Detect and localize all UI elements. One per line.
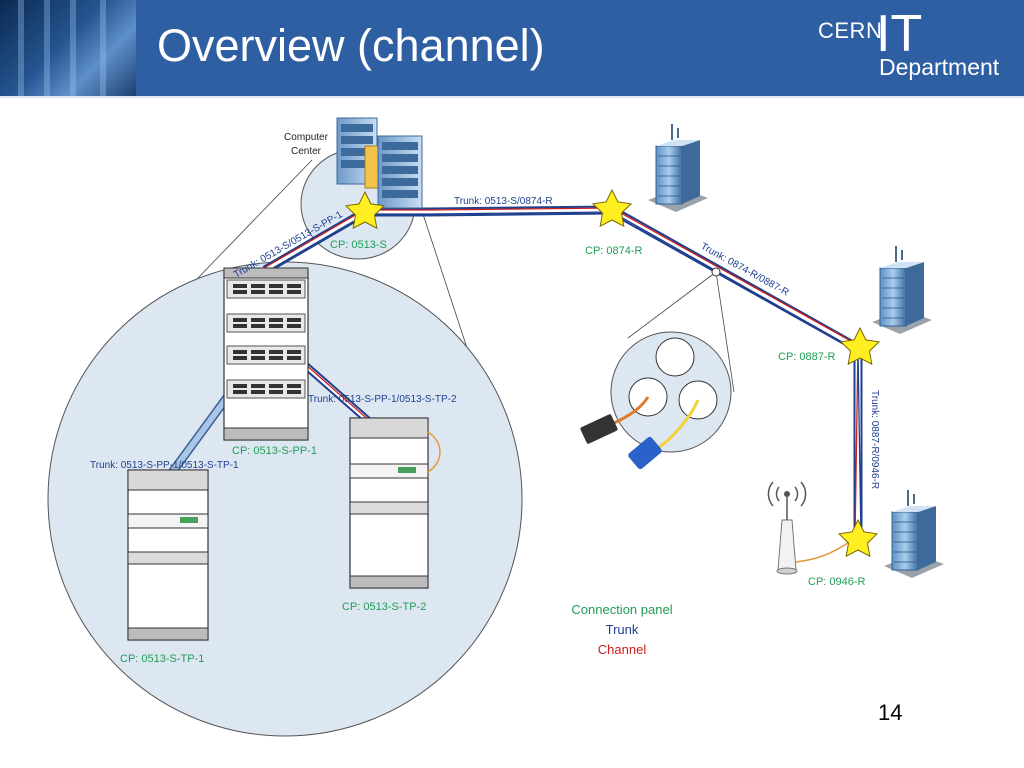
cable-zoom-point (711, 267, 721, 277)
zoom-line-cable-left (627, 271, 717, 339)
cern-it-logo: CERN IT Department (818, 5, 1018, 88)
page-number: 14 (878, 700, 903, 725)
rack-tp-2 (349, 417, 441, 589)
cp-label-0513-s-tp-2: CP: 0513-S-TP-2 (342, 601, 426, 613)
trunk-cable-cc-to-pp1 (262, 208, 368, 274)
slide-title: Overview (channel) (157, 20, 545, 71)
cp-label-0513-s: CP: 0513-S (330, 239, 387, 251)
legend-connection-panel: Connection panel (571, 602, 672, 617)
building-0887-r-icon (871, 245, 933, 335)
star-icon (838, 519, 878, 557)
wireless-antenna-icon (767, 481, 853, 575)
cp-label-0887-r: CP: 0887-R (778, 351, 836, 363)
legend-channel: Channel (598, 642, 647, 657)
logo-it-text: IT (876, 5, 923, 63)
server-tower-icon (336, 117, 423, 209)
trunk-label-t6: Trunk: 0513-S-PP-1/0513-S-TP-1 (90, 460, 239, 471)
building-0874-r-icon (647, 123, 709, 213)
header-divider (0, 96, 1024, 98)
trunk-label-t3: Trunk: 0887-R/0946-R (869, 390, 880, 489)
building-0946-r-icon (883, 489, 945, 579)
logo-cern-text: CERN (818, 18, 883, 43)
cp-label-0874-r: CP: 0874-R (585, 245, 643, 257)
computer-center-label-2: Center (291, 146, 322, 157)
computer-center-label-1: Computer (284, 132, 329, 143)
cp-label-0946-r: CP: 0946-R (808, 576, 866, 588)
cp-label-0513-s-tp-1: CP: 0513-S-TP-1 (120, 653, 204, 665)
trunk-label-t1: Trunk: 0513-S/0874-R (454, 196, 553, 207)
trunk-label-t5: Trunk: 0513-S-PP-1/0513-S-TP-2 (308, 394, 457, 405)
legend-trunk: Trunk (606, 622, 639, 637)
trunk-cable-pp1-to-tp2 (303, 362, 375, 428)
cable-cross-section (580, 331, 732, 470)
logo-department-text: Department (879, 54, 1000, 80)
rack-tp-1 (127, 469, 209, 641)
trunk-cable-pp1-to-tp1 (164, 393, 232, 481)
datacenter-photo (0, 0, 136, 96)
rack-pp-1 (223, 267, 309, 441)
cp-label-0513-s-pp-1: CP: 0513-S-PP-1 (232, 445, 317, 457)
slide-header: Overview (channel) CERN IT Department (0, 0, 1024, 96)
zoom-line-cable-right (715, 271, 735, 393)
network-diagram: Computer Center Trunk: 0513-S/0874-R Tru… (47, 117, 945, 737)
